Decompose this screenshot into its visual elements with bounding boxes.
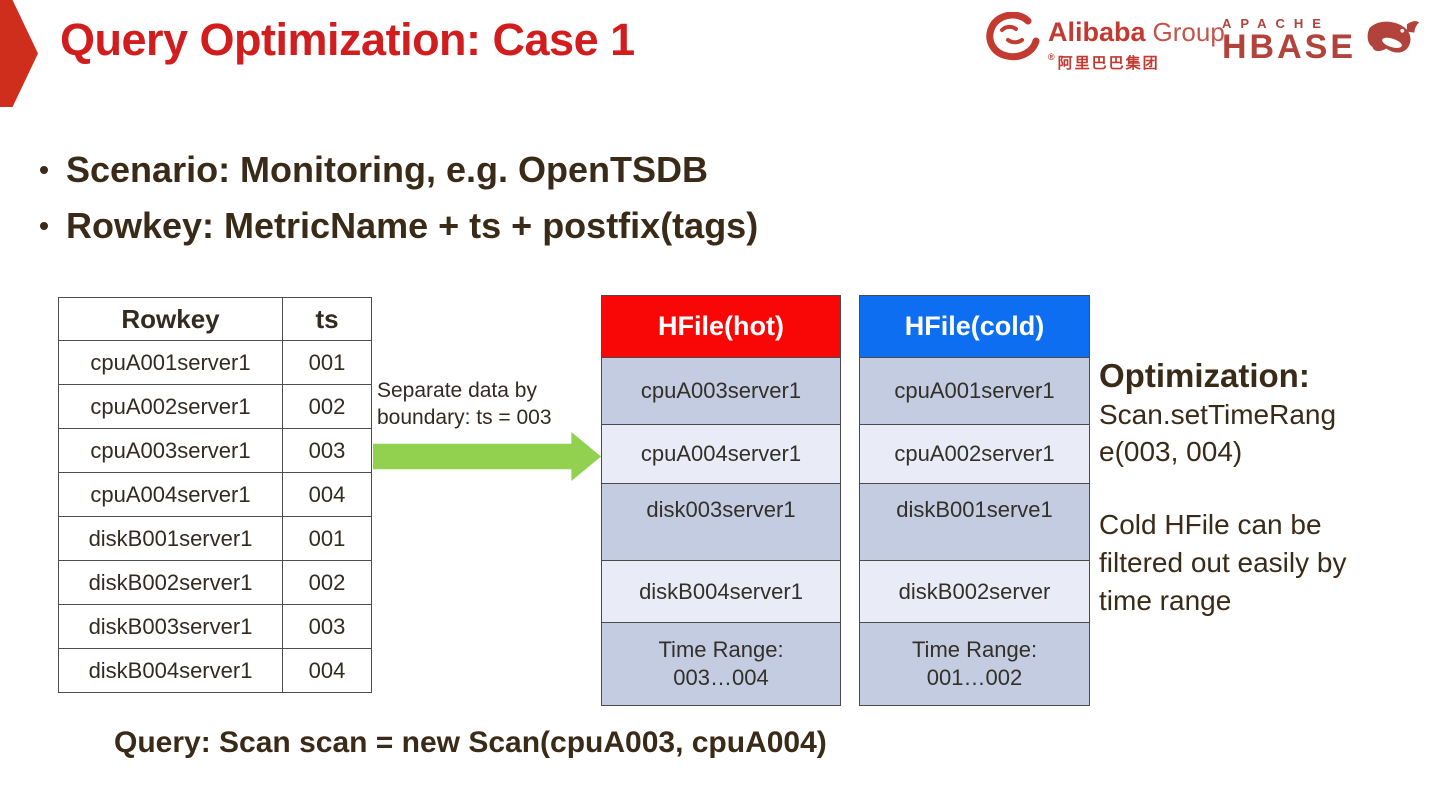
- page-title: Query Optimization: Case 1: [60, 14, 635, 65]
- optimization-code-line: e(003, 004): [1099, 436, 1243, 467]
- bullet-item-rowkey: Rowkey: MetricName + ts + postfix(tags): [34, 198, 758, 254]
- time-range-line: 003…004: [673, 665, 769, 690]
- table-cell-rowkey: cpuA004server1: [58, 472, 283, 517]
- optimization-note: Cold HFile can be filtered out easily by…: [1099, 506, 1434, 620]
- table-cell-rowkey: cpuA003server1: [58, 428, 283, 473]
- time-range-line: Time Range:: [658, 637, 784, 662]
- bullet-dot-icon: [40, 222, 48, 230]
- alibaba-wordmark: Alibaba: [1048, 17, 1146, 47]
- hfile-cold-time-range: Time Range: 001…002: [860, 623, 1089, 705]
- hfile-cold-header: HFile(cold): [860, 296, 1089, 358]
- optimization-panel: Optimization: Scan.setTimeRang e(003, 00…: [1099, 356, 1434, 620]
- table-row: cpuA003server1 003: [58, 428, 372, 473]
- optimization-note-line: filtered out easily by: [1099, 547, 1347, 578]
- time-range-line: 001…002: [926, 665, 1023, 690]
- table-cell-rowkey: diskB001server1: [58, 516, 283, 561]
- table-cell-rowkey: diskB002server1: [58, 560, 283, 605]
- column-header-ts: ts: [282, 297, 372, 341]
- table-cell-ts: 002: [282, 384, 372, 429]
- title-chevron-decoration: [0, 0, 38, 107]
- table-row: diskB001server1 001: [58, 516, 372, 561]
- optimization-note-line: time range: [1099, 585, 1232, 616]
- table-row: diskB004server1 004: [58, 648, 372, 693]
- table-row: cpuA002server1 002: [58, 384, 372, 429]
- table-row: cpuA004server1 004: [58, 472, 372, 517]
- optimization-note-line: Cold HFile can be: [1099, 509, 1322, 540]
- alibaba-mark-icon: [986, 12, 1040, 61]
- table-cell-ts: 003: [282, 604, 372, 649]
- table-cell-rowkey: diskB003server1: [58, 604, 283, 649]
- hfile-hot-row: diskB004server1: [602, 561, 840, 623]
- hfile-hot-header: HFile(hot): [602, 296, 840, 358]
- table-cell-ts: 003: [282, 428, 372, 473]
- separator-label-line: boundary: ts = 003: [377, 406, 552, 429]
- registered-mark: ®: [1048, 52, 1055, 62]
- rowkey-table: Rowkey ts cpuA001server1 001 cpuA002serv…: [58, 297, 372, 693]
- column-header-rowkey: Rowkey: [58, 297, 283, 341]
- orca-whale-icon: [1367, 21, 1420, 53]
- table-cell-rowkey: diskB004server1: [58, 648, 283, 693]
- hfile-hot-row: cpuA003server1: [602, 358, 840, 425]
- table-cell-ts: 004: [282, 648, 372, 693]
- bullet-text: Scenario: Monitoring, e.g. OpenTSDB: [66, 149, 709, 190]
- hfile-cold-row: diskB001serve1: [860, 484, 1089, 561]
- table-cell-rowkey: cpuA001server1: [58, 340, 283, 385]
- hfile-cold-row: cpuA002server1: [860, 425, 1089, 484]
- separator-label: Separate data by boundary: ts = 003: [377, 377, 592, 431]
- query-statement: Query: Scan scan = new Scan(cpuA003, cpu…: [114, 726, 827, 759]
- hfile-cold-box: HFile(cold) cpuA001server1 cpuA002server…: [859, 295, 1090, 706]
- table-cell-ts: 004: [282, 472, 372, 517]
- hfile-cold-row: cpuA001server1: [860, 358, 1089, 425]
- time-range-line: Time Range:: [911, 637, 1038, 662]
- table-row: diskB003server1 003: [58, 604, 372, 649]
- bullet-list: Scenario: Monitoring, e.g. OpenTSDB Rowk…: [34, 142, 758, 254]
- hfile-hot-time-range: Time Range: 003…004: [602, 623, 840, 705]
- table-cell-ts: 001: [282, 516, 372, 561]
- table-row: cpuA001server1 001: [58, 340, 372, 385]
- alibaba-chinese-name: 阿里巴巴集团: [1057, 55, 1160, 72]
- alibaba-group-label: Group: [1152, 17, 1225, 47]
- hbase-logo-text: APACHE HBASE: [1222, 16, 1357, 66]
- hfile-cold-row: diskB002server: [860, 561, 1089, 623]
- table-cell-ts: 002: [282, 560, 372, 605]
- optimization-heading: Optimization:: [1099, 357, 1310, 394]
- bullet-item-scenario: Scenario: Monitoring, e.g. OpenTSDB: [34, 142, 758, 198]
- bullet-dot-icon: [40, 166, 48, 174]
- optimization-code-line: Scan.setTimeRang: [1099, 399, 1337, 430]
- table-cell-rowkey: cpuA002server1: [58, 384, 283, 429]
- table-header-row: Rowkey ts: [58, 297, 372, 341]
- apache-label: APACHE: [1222, 16, 1330, 31]
- hfile-hot-row: cpuA004server1: [602, 425, 840, 484]
- hbase-logo: APACHE HBASE: [1222, 14, 1420, 66]
- hbase-wordmark: HBASE: [1222, 28, 1357, 66]
- table-row: diskB002server1 002: [58, 560, 372, 605]
- hfile-hot-box: HFile(hot) cpuA003server1 cpuA004server1…: [601, 295, 841, 706]
- table-cell-ts: 001: [282, 340, 372, 385]
- right-arrow-icon: [373, 432, 601, 481]
- separator-label-line: Separate data by: [377, 379, 537, 402]
- bullet-text: Rowkey: MetricName + ts + postfix(tags): [66, 205, 759, 246]
- hfile-hot-row: disk003server1: [602, 484, 840, 561]
